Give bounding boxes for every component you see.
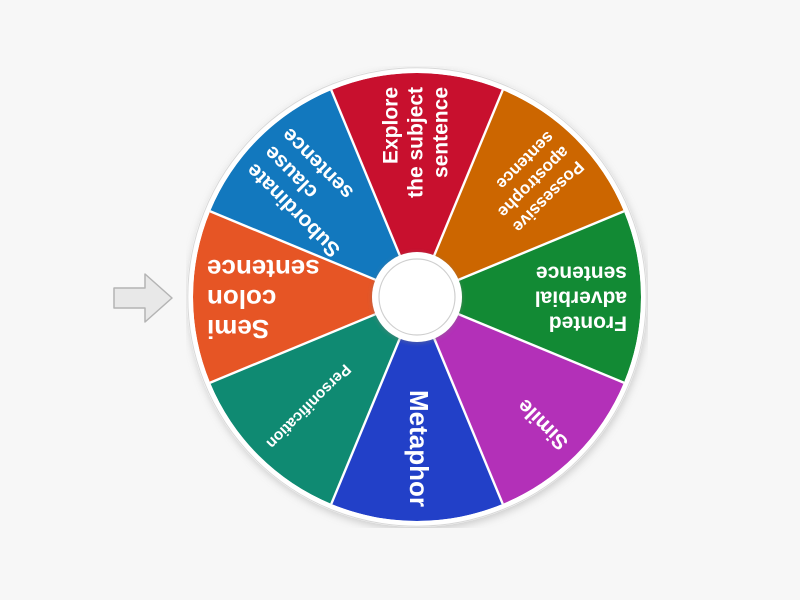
pointer-arrow-svg	[113, 273, 173, 323]
wheel-segment[interactable]	[331, 297, 503, 521]
segment-label-line: adverbial	[535, 286, 627, 309]
segment-label-line: colon	[207, 284, 276, 314]
wheel-segment[interactable]	[331, 73, 503, 297]
segment-label-line: the subject	[405, 87, 428, 198]
wheel-segment[interactable]	[417, 211, 641, 383]
segment-label-line: Explore	[380, 87, 403, 164]
wheel-segment[interactable]	[210, 297, 417, 504]
pointer-arrow	[112, 271, 174, 325]
segment-label-line: sentence	[536, 261, 627, 284]
wheel-segment[interactable]	[210, 90, 417, 297]
wheel-rim-outline	[187, 67, 647, 527]
wheel-hub-inner[interactable]	[378, 258, 456, 336]
segment-label-line: Metaphor	[404, 390, 434, 507]
segment-label-line: Semi	[207, 314, 269, 344]
segment-label-group: Metaphor	[404, 390, 434, 507]
segment-label-line: sentence	[430, 87, 453, 178]
wheel-segments[interactable]	[193, 73, 641, 521]
segment-label-line: sentence	[207, 254, 320, 284]
arrow-right-icon	[113, 273, 173, 323]
wheel-segment[interactable]	[193, 211, 417, 383]
wheel-svg[interactable]: SemicolonsentenceSubordinateclausesenten…	[186, 66, 648, 528]
wheel-segment[interactable]	[417, 90, 624, 297]
wheel-segment[interactable]	[417, 297, 624, 504]
segment-label-line: Fronted	[549, 311, 627, 334]
